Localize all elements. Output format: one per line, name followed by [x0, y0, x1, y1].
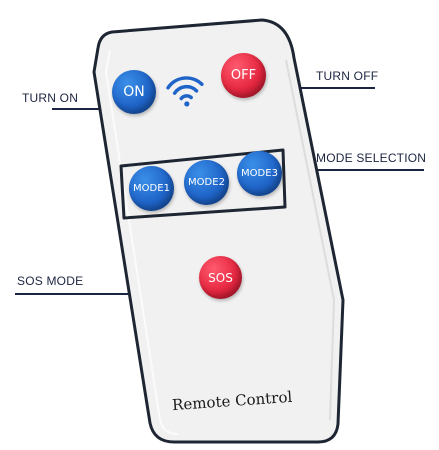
sos-button-label: SOS [208, 270, 233, 285]
on-button[interactable]: ON [112, 70, 156, 114]
wifi-signal-icon [166, 76, 204, 107]
mode1-button-label: MODE1 [133, 183, 170, 194]
callout-sos-mode-label: SOS MODE [17, 274, 84, 288]
off-button[interactable]: OFF [221, 53, 266, 98]
mode2-button[interactable]: MODE2 [184, 160, 229, 205]
mode2-button-label: MODE2 [188, 177, 225, 188]
mode3-button-label: MODE3 [241, 168, 278, 179]
callout-turn-on-label: TURN ON [22, 91, 79, 105]
callout-mode-selection-label: MODE SELECTION [316, 151, 427, 165]
callout-turn-off-label: TURN OFF [316, 69, 379, 83]
sos-button[interactable]: SOS [199, 256, 242, 299]
mode-selection-frame [119, 148, 287, 220]
mode1-button[interactable]: MODE1 [129, 166, 174, 211]
remote-body [92, 18, 345, 444]
off-button-label: OFF [230, 68, 257, 83]
mode3-button[interactable]: MODE3 [237, 151, 282, 196]
on-button-label: ON [123, 84, 145, 100]
